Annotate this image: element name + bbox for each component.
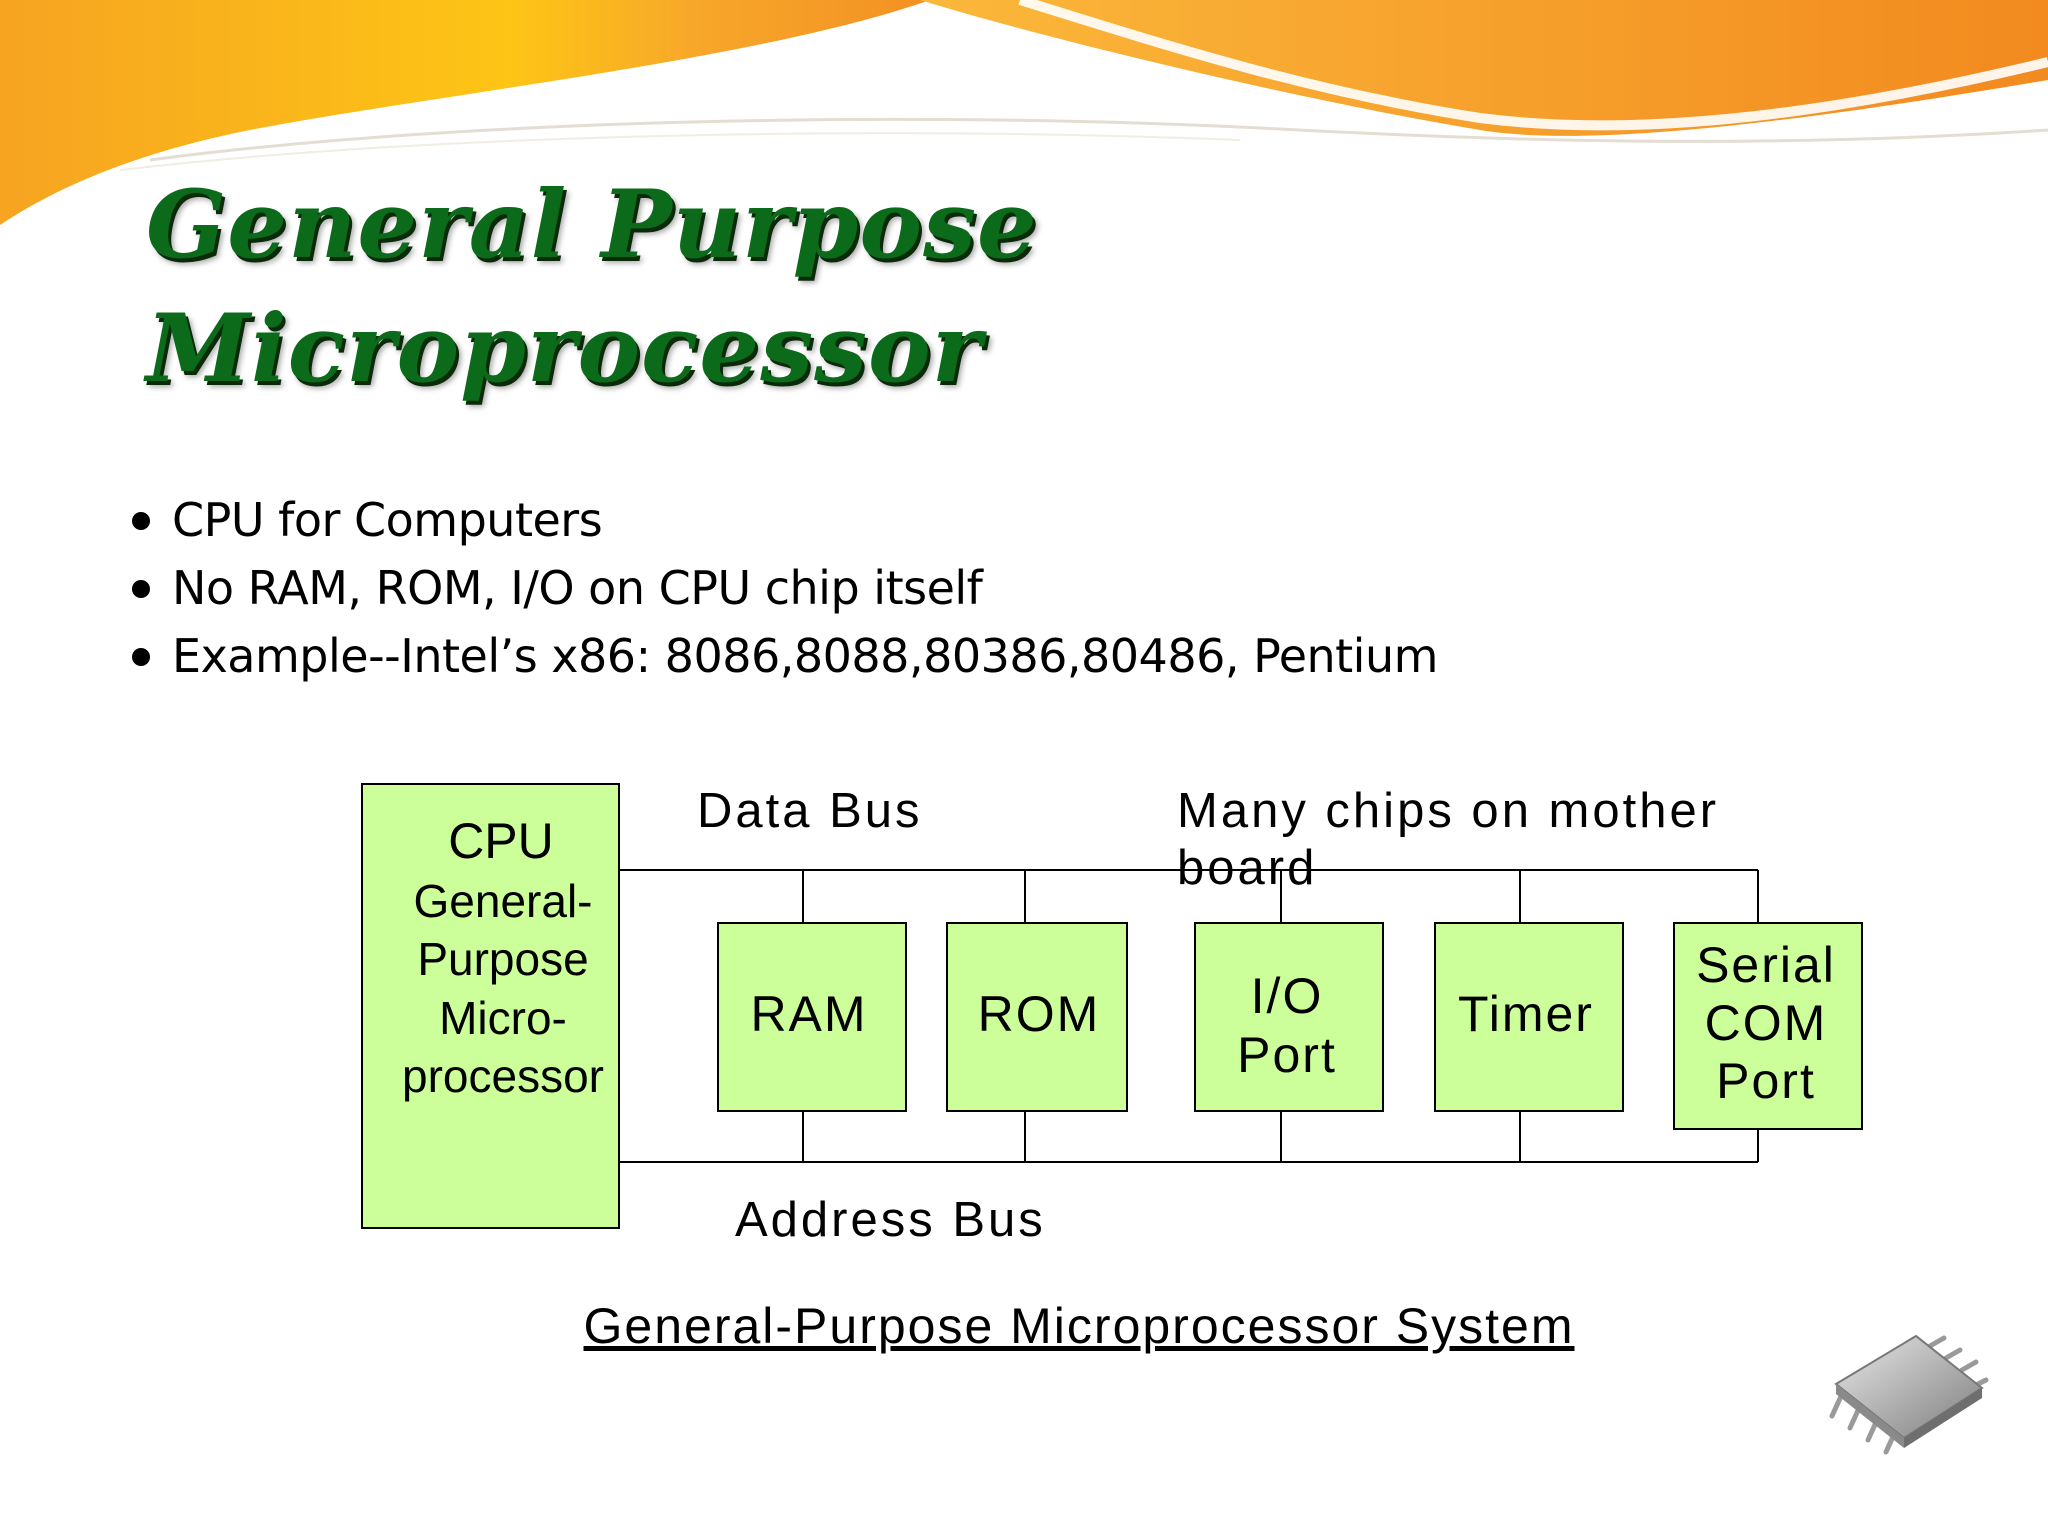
cpu-block: [361, 783, 620, 1229]
io-port-label: I/O: [1251, 968, 1324, 1024]
page-title-line-2: Microprocessor: [146, 294, 983, 404]
cpu-desc-line: General-: [414, 875, 593, 927]
bullet-dot-icon: [132, 512, 150, 530]
motherboard-note-line-2: board: [1177, 841, 1317, 895]
data-bus-label: Data Bus: [697, 784, 923, 838]
page-title: General Purpose: [146, 170, 1038, 280]
bus-connectors: [802, 870, 1759, 1162]
rom-label: ROM: [978, 986, 1101, 1042]
bullet-item: CPU for Computers: [132, 486, 1438, 554]
address-bus-label: Address Bus: [735, 1193, 1046, 1247]
bullet-text: CPU for Computers: [172, 493, 603, 547]
timer-block: [1434, 922, 1624, 1112]
ram-block: [717, 922, 907, 1112]
bullet-text: No RAM, ROM, I/O on CPU chip itself: [172, 561, 983, 615]
bullet-item: Example--Intel’s x86: 8086,8088,80386,80…: [132, 622, 1438, 690]
header-banner: [0, 0, 2048, 225]
io-port-block: [1194, 922, 1384, 1112]
ram-label: RAM: [750, 986, 867, 1042]
timer-label: Timer: [1458, 986, 1594, 1042]
bullet-dot-icon: [132, 648, 150, 666]
chip-icon: [1829, 1334, 1989, 1455]
cpu-desc-line: processor: [402, 1050, 604, 1102]
diagram-caption: General-Purpose Microprocessor System: [584, 1298, 1575, 1354]
cpu-desc-line: Purpose: [417, 933, 588, 985]
serial-com-port-label-line-3: Port: [1716, 1053, 1816, 1109]
cpu-heading: CPU: [448, 813, 554, 869]
rom-block: [946, 922, 1128, 1112]
bullet-text: Example--Intel’s x86: 8086,8088,80386,80…: [172, 629, 1438, 683]
cpu-desc-line: Micro-: [439, 992, 567, 1044]
bullet-dot-icon: [132, 580, 150, 598]
bullet-list: CPU for Computers No RAM, ROM, I/O on CP…: [132, 486, 1438, 690]
io-port-label-line-2: Port: [1237, 1027, 1337, 1083]
serial-com-port-label: Serial: [1696, 937, 1836, 993]
serial-com-port-label-line-2: COM: [1705, 995, 1828, 1051]
motherboard-note: Many chips on mother: [1177, 784, 1719, 838]
serial-com-port-block: [1673, 922, 1863, 1130]
bullet-item: No RAM, ROM, I/O on CPU chip itself: [132, 554, 1438, 622]
